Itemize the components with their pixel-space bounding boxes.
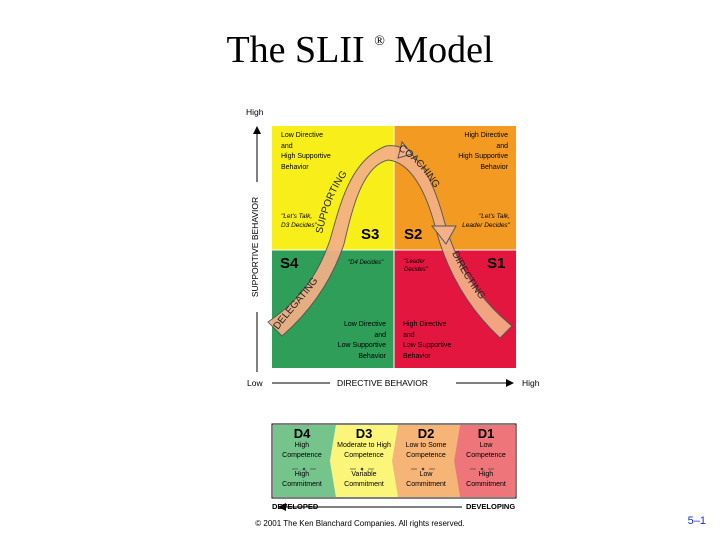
s3-quote: "Let's Talk,D3 Decides" [281, 213, 317, 229]
title-suffix: Model [394, 29, 494, 71]
copyright-footer: © 2001 The Ken Blanchard Companies. All … [255, 519, 465, 528]
curve-arrow-top [397, 140, 413, 159]
y-axis-high-label: High [246, 107, 264, 117]
s4-quote: "D4 Decides" [348, 260, 384, 266]
band-d2 [392, 425, 460, 497]
s2-code: S2 [404, 226, 423, 243]
band-d3 [330, 425, 398, 497]
slide-title: The SLII ® Model [0, 28, 720, 72]
developing-label: DEVELOPING [466, 502, 516, 511]
title-text: The SLII [226, 29, 365, 71]
s4-code: S4 [280, 255, 299, 272]
band-d1 [454, 425, 515, 497]
leadership-curve [267, 145, 513, 339]
registered-mark: ® [374, 34, 385, 49]
s1-code: S1 [487, 255, 506, 272]
x-axis-high-label: High [522, 378, 540, 388]
x-axis-title: DIRECTIVE BEHAVIOR [337, 378, 428, 388]
quadrant-s2 [394, 126, 516, 250]
s2-quote: "Let's Talk,Leader Decides" [462, 213, 510, 229]
developed-label: DEVELOPED [272, 502, 319, 511]
y-axis-title: SUPPORTIVE BEHAVIOR [250, 196, 260, 298]
band-d4 [273, 425, 336, 497]
s3-code: S3 [361, 226, 380, 243]
x-axis-low-label: Low [247, 378, 263, 388]
page-number: 5–1 [687, 515, 706, 527]
curve-arrow-middle [430, 225, 457, 245]
